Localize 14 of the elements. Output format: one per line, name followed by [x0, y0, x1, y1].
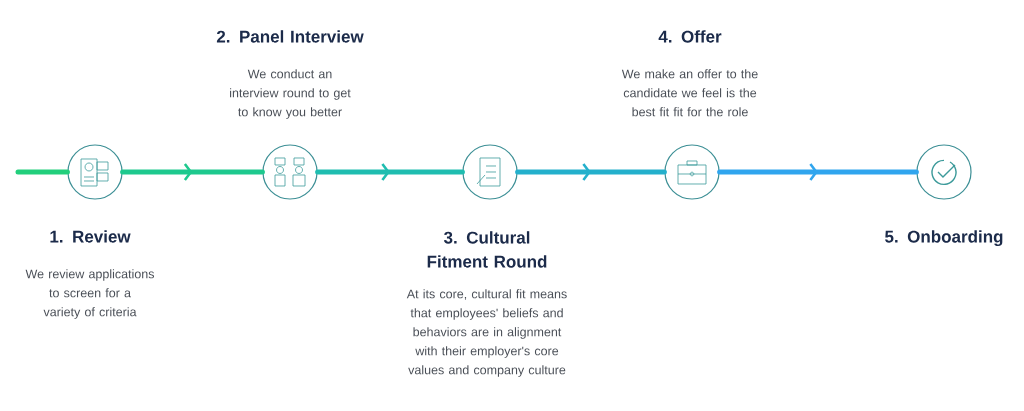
- step-heading: 3. Cultural Fitment Round: [427, 231, 547, 268]
- connector-line: [15, 169, 70, 175]
- step-heading: 1. Review: [50, 230, 131, 243]
- step-description: We make an offer to the candidate we feel is the best fit fit for the role: [621, 69, 758, 117]
- connector-line: [515, 163, 667, 181]
- step-description: We review applications to screen for a variety of criteria: [25, 269, 155, 319]
- step-heading: 4. Offer: [658, 30, 722, 43]
- step-description: At its core, cultural fit means that employees' beliefs and behaviors are in alignment with their employer's core values and company culture: [406, 289, 567, 377]
- connector-line: [315, 163, 465, 181]
- step-heading: 2. Panel Interview: [216, 30, 364, 43]
- connector-line: [120, 163, 265, 181]
- connector-line: [717, 163, 919, 181]
- step-description: We conduct an interview round to get to know you better: [230, 69, 351, 119]
- step-heading: 5. Onboarding: [885, 230, 1003, 247]
